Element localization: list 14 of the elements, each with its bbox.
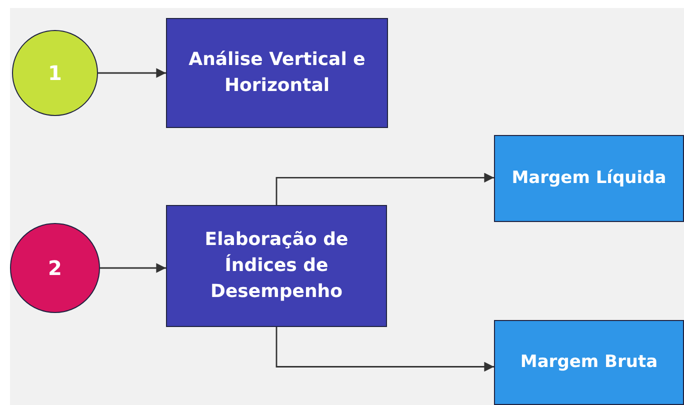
node-label: Elaboração de Índices de Desempenho [204,228,350,304]
process-box [166,205,387,327]
node-label: 1 [48,60,62,86]
arrow [98,68,166,78]
result-box [494,320,684,405]
result-box [494,135,684,222]
arrow [276,327,494,372]
arrow [276,172,494,205]
process-box [166,18,388,128]
arrow [100,263,166,273]
node-label: Margem Líquida [512,167,666,190]
node-label: Análise Vertical e Horizontal [188,48,366,98]
node-label: Margem Bruta [520,351,658,374]
node-label: 2 [48,254,62,282]
